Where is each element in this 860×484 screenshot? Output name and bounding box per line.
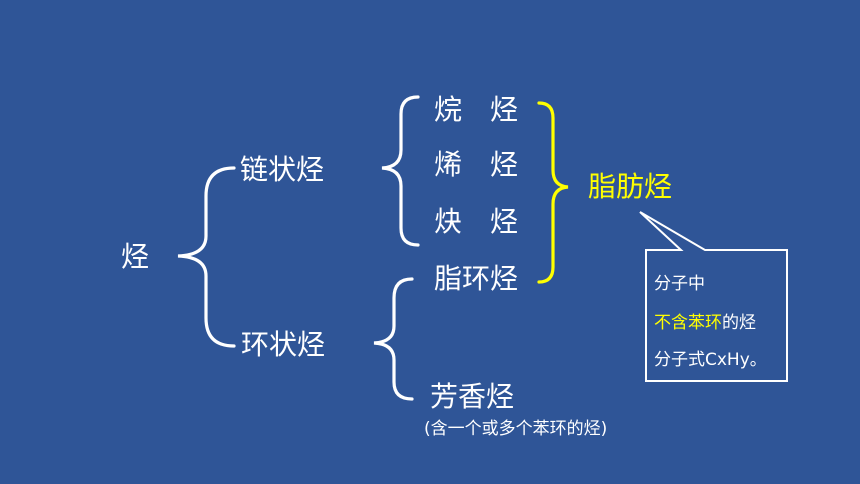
callout-line-3: 分子式CxHy。: [654, 350, 767, 370]
callout-line-1: 分子中: [654, 274, 705, 294]
callout-line-2: 不含苯环的烃: [654, 315, 756, 332]
alkene-label: 烯 烃: [434, 148, 519, 181]
chain-hydrocarbon-label: 链状烃: [240, 153, 325, 186]
root-label: 烃: [121, 240, 150, 273]
brace-aliphatic: [537, 101, 569, 284]
aromatic-note: (含一个或多个苯环的烃): [424, 419, 608, 439]
callout-line-2-rest: 的烃: [722, 313, 756, 333]
ring-hydrocarbon-label: 环状烃: [241, 328, 326, 361]
aliphatic-label: 脂肪烃: [588, 170, 673, 203]
brace-root: [177, 166, 236, 348]
alkane-label: 烷 烃: [434, 93, 519, 126]
callout-highlight: 不含苯环: [654, 313, 722, 333]
callout-box: [639, 211, 788, 382]
aromatic-label: 芳香烃: [430, 380, 515, 413]
brace-ring: [373, 277, 414, 401]
brace-chain: [381, 95, 420, 247]
alkyne-label: 炔 烃: [434, 205, 519, 238]
alicyclic-label: 脂环烃: [434, 262, 519, 295]
